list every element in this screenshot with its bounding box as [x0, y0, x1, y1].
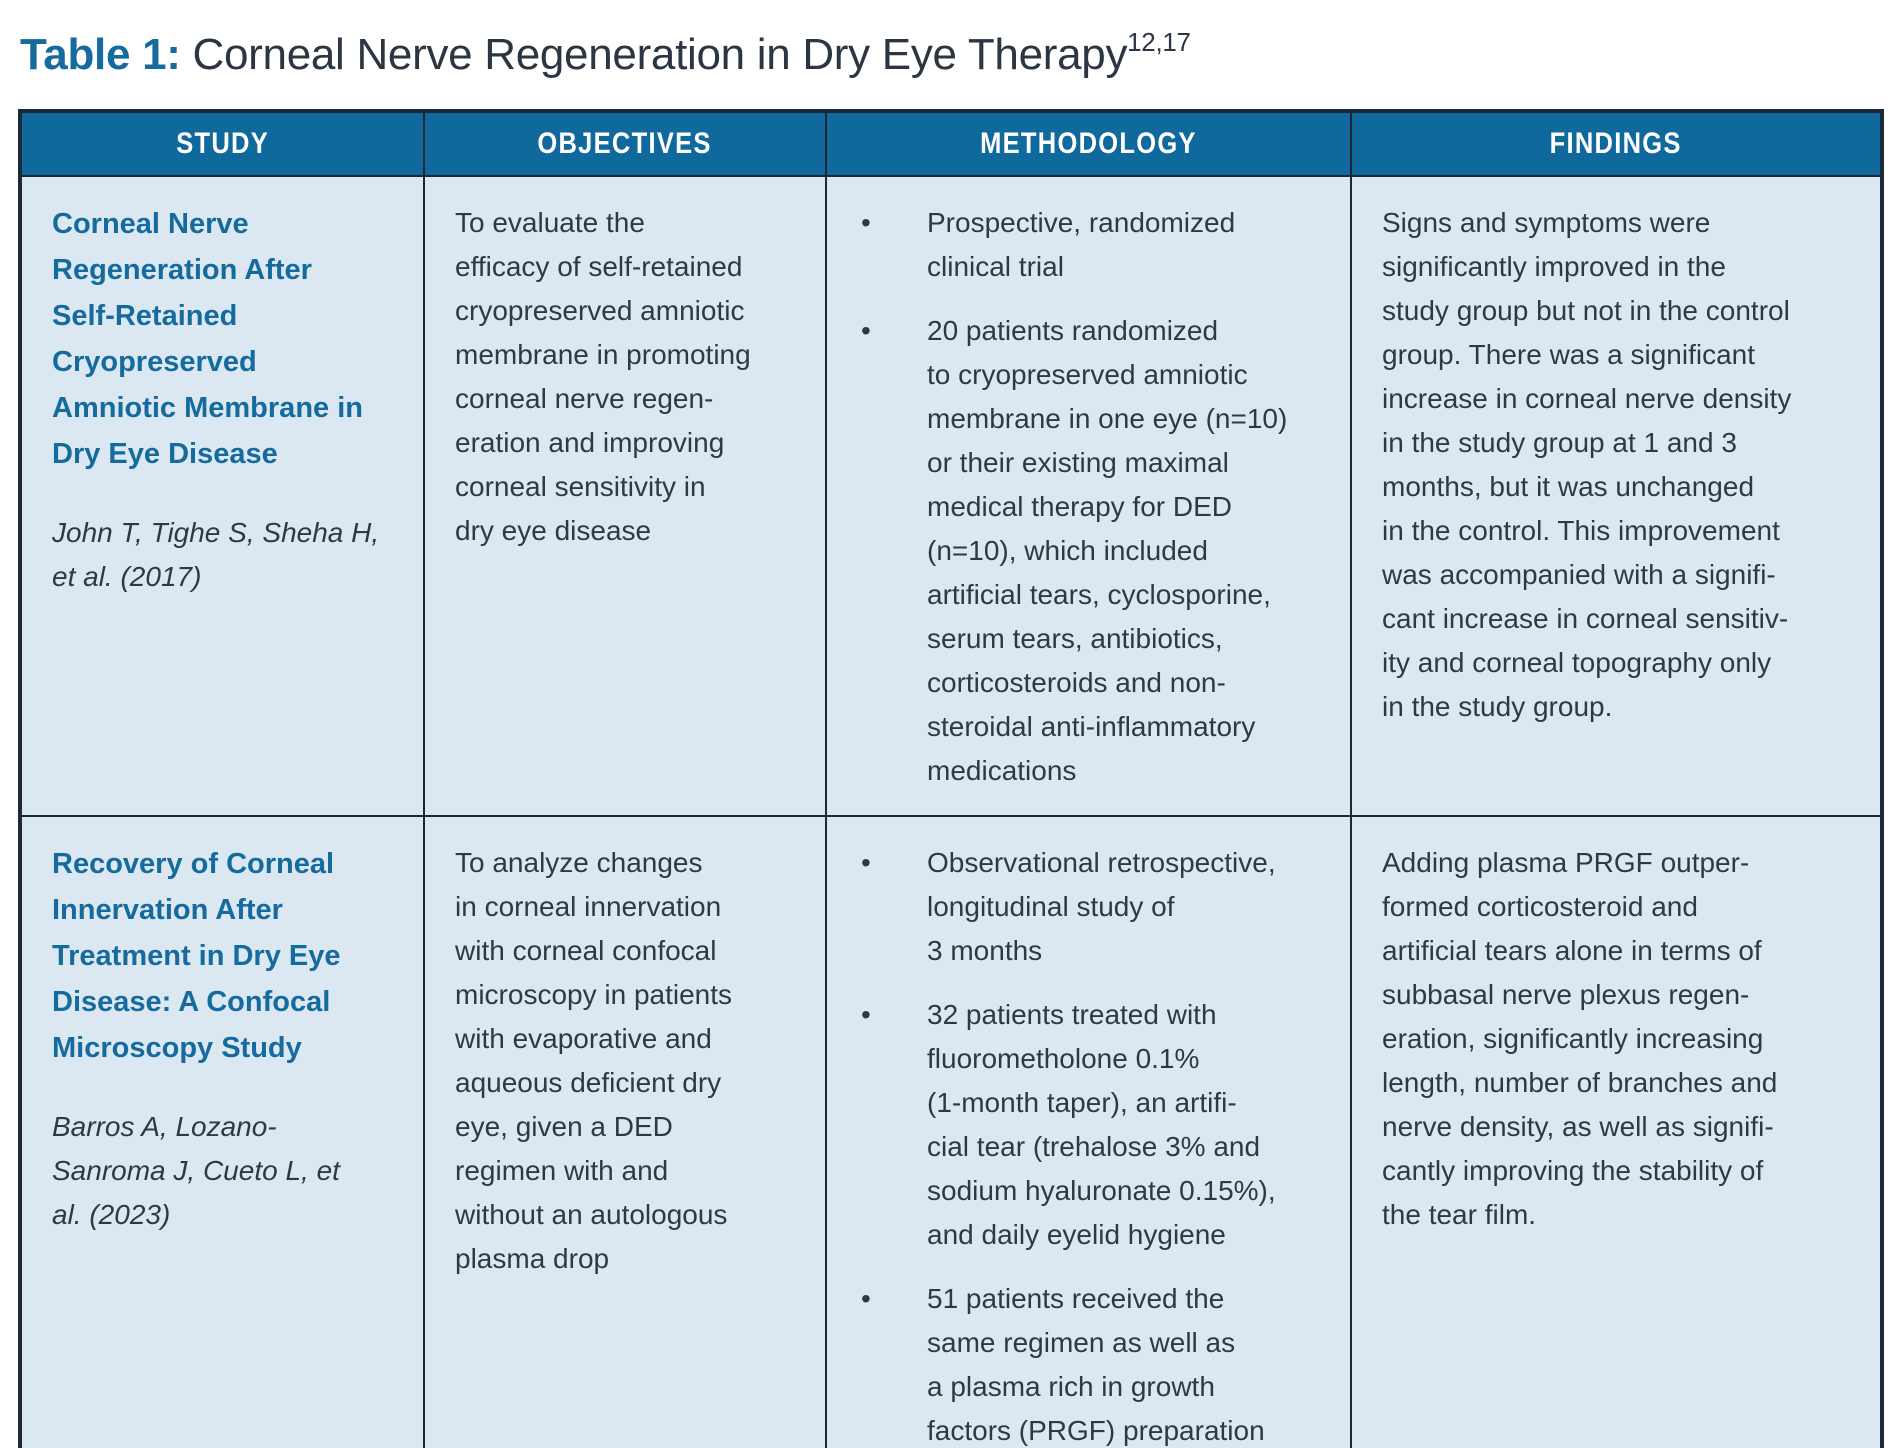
study-cell: Recovery of Corneal Innervation After Tr… — [19, 815, 425, 1448]
methodology-bullet: • Prospective, randomized clinical trial — [827, 201, 1336, 289]
findings-text: Signs and symptoms were significantly im… — [1382, 207, 1792, 722]
methodology-bullet-text: Prospective, randomized clinical trial — [927, 207, 1236, 282]
methodology-bullet-text: 32 patients treated with fluorometholone… — [927, 999, 1276, 1250]
header-methodology: METHODOLOGY — [825, 110, 1352, 177]
findings-text: Adding plasma PRGF outper- formed cortic… — [1382, 847, 1778, 1230]
methodology-cell: • Prospective, randomized clinical trial… — [825, 175, 1352, 817]
bullet-icon: • — [861, 999, 871, 1030]
header-study: STUDY — [19, 110, 425, 177]
findings-cell: Signs and symptoms were significantly im… — [1350, 175, 1883, 817]
study-cell: Corneal Nerve Regeneration After Self-Re… — [19, 175, 425, 817]
table-title-text: Corneal Nerve Regeneration in Dry Eye Th… — [180, 30, 1128, 79]
table-row-barros-2023: Recovery of Corneal Innervation After Tr… — [19, 815, 1883, 1448]
header-objectives-label: OBJECTIVES — [537, 127, 713, 160]
study-comparison-table: STUDY OBJECTIVES METHODOLOGY FINDINGS Co… — [18, 109, 1884, 1448]
bullet-icon: • — [861, 315, 871, 346]
findings-cell: Adding plasma PRGF outper- formed cortic… — [1350, 815, 1883, 1448]
study-authors: Barros A, Lozano- Sanroma J, Cueto L, et… — [52, 1111, 340, 1230]
bullet-icon: • — [861, 1283, 871, 1314]
header-findings: FINDINGS — [1350, 110, 1883, 177]
bullet-icon: • — [861, 847, 871, 878]
header-study-label: STUDY — [176, 127, 269, 160]
reference-superscript: 12,17 — [1127, 27, 1191, 57]
header-methodology-label: METHODOLOGY — [980, 127, 1197, 160]
table-header-row: STUDY OBJECTIVES METHODOLOGY FINDINGS — [19, 110, 1883, 177]
objectives-text: To analyze changes in corneal innervatio… — [455, 847, 733, 1274]
table-row-john-2017: Corneal Nerve Regeneration After Self-Re… — [19, 175, 1883, 817]
methodology-bullet: • Observational retrospective, longitudi… — [827, 841, 1336, 973]
objectives-cell: To evaluate the efficacy of self-retaine… — [423, 175, 827, 817]
methodology-bullet: • 51 patients received the same regimen … — [827, 1277, 1336, 1448]
study-title: Corneal Nerve Regeneration After Self-Re… — [52, 208, 363, 470]
methodology-bullet-text: 51 patients received the same regimen as… — [927, 1283, 1265, 1446]
header-findings-label: FINDINGS — [1549, 127, 1683, 160]
study-authors: John T, Tighe S, Sheha H, et al. (2017) — [52, 517, 380, 592]
header-objectives: OBJECTIVES — [423, 110, 827, 177]
objectives-text: To evaluate the efficacy of self-retaine… — [455, 207, 751, 546]
study-title: Recovery of Corneal Innervation After Tr… — [52, 848, 341, 1064]
methodology-bullet-text: 20 patients randomized to cryopreserved … — [927, 315, 1288, 786]
methodology-bullet: • 32 patients treated with fluorometholo… — [827, 993, 1336, 1257]
methodology-cell: • Observational retrospective, longitudi… — [825, 815, 1352, 1448]
objectives-cell: To analyze changes in corneal innervatio… — [423, 815, 827, 1448]
table-number-label: Table 1: — [20, 30, 181, 79]
page-title: Table 1: Corneal Nerve Regeneration in D… — [20, 14, 1884, 83]
methodology-bullet: • 20 patients randomized to cryopreserve… — [827, 309, 1336, 793]
bullet-icon: • — [861, 207, 871, 238]
methodology-bullet-text: Observational retrospective, longitudina… — [927, 847, 1276, 966]
